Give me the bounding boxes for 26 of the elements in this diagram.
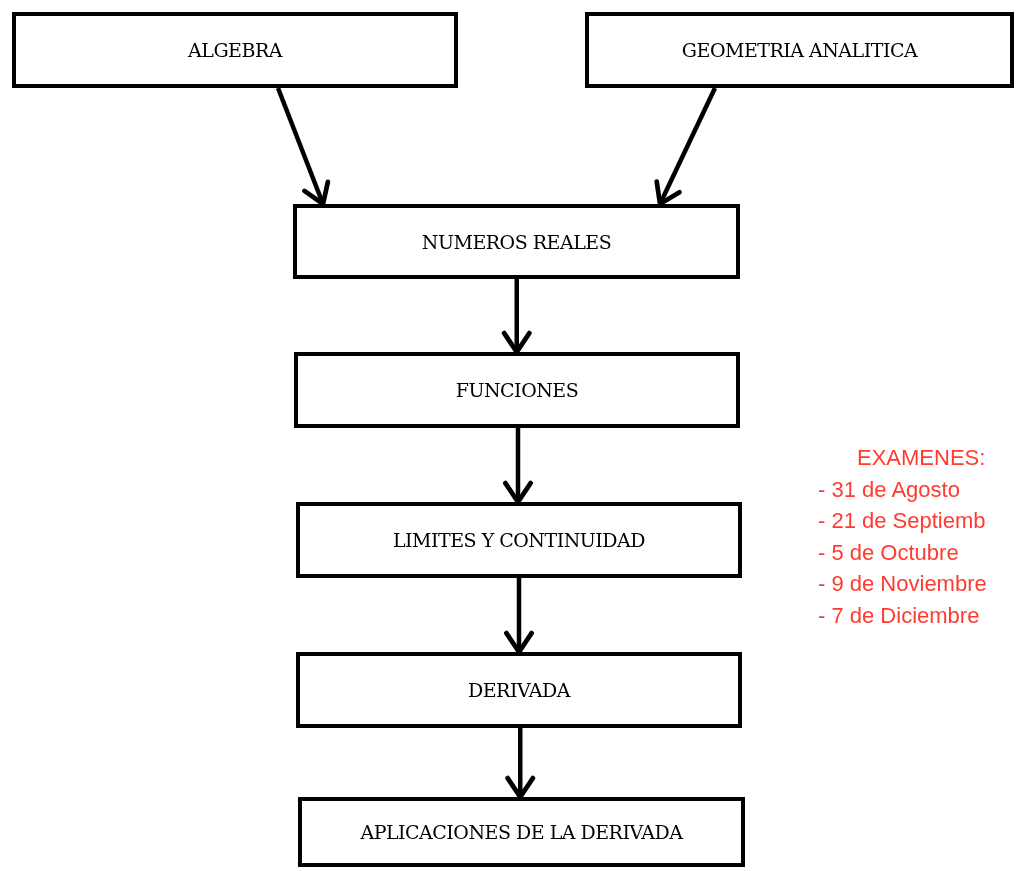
date-item: - 9 de Noviembre: [818, 570, 987, 599]
box-label: DERIVADA: [468, 679, 570, 701]
box-label: FUNCIONES: [455, 379, 579, 401]
date-item: - 21 de Septiemb: [818, 507, 986, 536]
box-label: APLICACIONES DE LA DERIVADA: [360, 821, 683, 843]
arrow: [275, 87, 331, 207]
arrow: [504, 578, 534, 655]
process-box: [12, 12, 458, 88]
box-label: LIMITES Y CONTINUIDAD: [393, 529, 645, 551]
box-label: GEOMETRIA ANALITICA: [681, 39, 918, 61]
arrow: [505, 728, 536, 800]
process-box: [293, 204, 740, 279]
heading: EXAMENES:: [857, 444, 986, 472]
box-label: ALGEBRA: [188, 39, 282, 61]
arrow: [503, 428, 533, 505]
process-box: [298, 797, 745, 867]
date-item: - 7 de Diciembre: [818, 602, 980, 630]
date-item: - 5 de Octubre: [818, 538, 959, 567]
date-item: - 31 de Agosto: [818, 475, 960, 504]
process-box: [296, 502, 742, 578]
arrow: [501, 279, 532, 355]
arrow: [654, 87, 718, 207]
process-box: [296, 652, 742, 728]
process-box: [585, 12, 1014, 88]
process-box: [294, 352, 740, 428]
box-label: NUMEROS REALES: [421, 230, 612, 253]
